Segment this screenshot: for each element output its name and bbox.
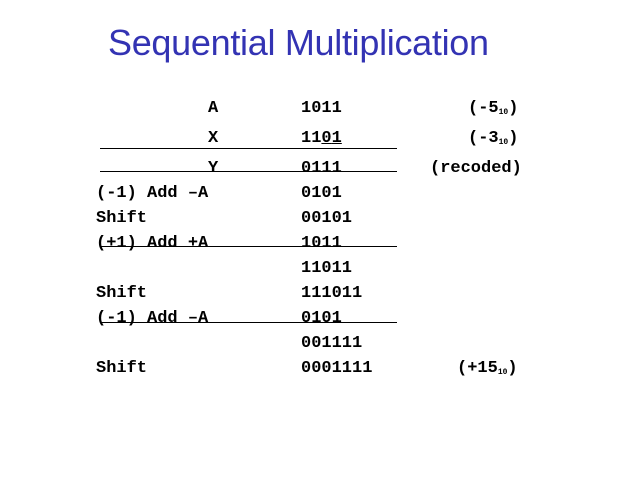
row-label-add-minus-a-2: (-1) Add –A xyxy=(96,309,209,328)
row-value-sum-2: 001111 xyxy=(301,334,363,353)
row-label-add-minus-a-1: (-1) Add –A xyxy=(96,184,209,203)
slide-title: Sequential Multiplication xyxy=(108,22,489,63)
note-result-sub: 10 xyxy=(497,368,508,377)
divider-line-1 xyxy=(100,148,397,149)
row-label-y: Y xyxy=(208,159,219,178)
note-x-post: ) xyxy=(508,129,519,148)
row-note-y: (recoded) xyxy=(430,159,522,178)
divider-line-2 xyxy=(100,171,397,172)
divider-line-3 xyxy=(100,246,397,247)
note-a-post: ) xyxy=(508,99,519,118)
row-value-shift-3: 0001111 xyxy=(301,359,373,378)
value-x-part1: 11 xyxy=(301,129,322,148)
note-x-pre: (-3 xyxy=(468,129,499,148)
row-label-shift-2: Shift xyxy=(96,284,148,303)
row-value-shift-2: 111011 xyxy=(301,284,363,303)
row-value-add-minus-a-1: 0101 xyxy=(301,184,342,203)
note-result-pre: (+15 xyxy=(457,359,498,378)
row-value-shift-1: 00101 xyxy=(301,209,353,228)
divider-line-4 xyxy=(100,322,397,323)
row-note-a: (-510) xyxy=(468,99,518,119)
note-result-post: ) xyxy=(507,359,518,378)
value-x-part2: 0 xyxy=(321,129,332,148)
row-value-x: 1101 xyxy=(301,129,342,149)
row-label-x: X xyxy=(208,129,219,148)
row-value-y: 0111 xyxy=(301,159,342,178)
row-label-shift-1: Shift xyxy=(96,209,148,228)
note-a-pre: (-5 xyxy=(468,99,499,118)
note-a-sub: 10 xyxy=(498,108,509,117)
row-label-shift-3: Shift xyxy=(96,359,148,378)
row-value-sum-1: 11011 xyxy=(301,259,353,278)
row-label-a: A xyxy=(208,99,219,118)
row-note-result: (+1510) xyxy=(457,359,518,379)
row-label-add-plus-a: (+1) Add +A xyxy=(96,234,209,253)
row-note-x: (-310) xyxy=(468,129,518,149)
row-value-a: 1011 xyxy=(301,99,342,118)
note-x-sub: 10 xyxy=(498,138,509,147)
row-value-add-minus-a-2: 0101 xyxy=(301,309,342,328)
row-value-add-plus-a: 1011 xyxy=(301,234,342,253)
value-x-part3: 1 xyxy=(331,129,342,148)
